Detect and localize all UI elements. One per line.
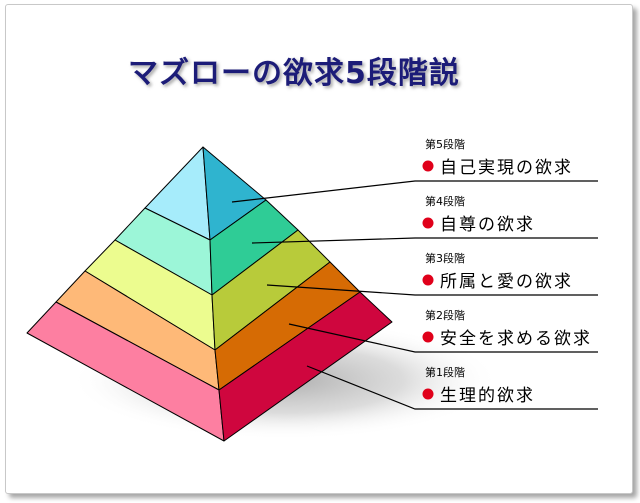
level-4-leader-line xyxy=(251,237,598,244)
level-1-leader-line xyxy=(306,365,598,410)
level-4-need-label: 自尊の欲求 xyxy=(440,215,535,235)
level-5-leader-line xyxy=(231,180,598,203)
level-4-tier-label: 第4段階 xyxy=(425,194,465,208)
level-1-side-face xyxy=(218,291,393,442)
level-4-bullet-icon xyxy=(422,217,434,229)
level-2-tier-label: 第2段階 xyxy=(425,308,465,322)
level-5-need-label: 自己実現の欲求 xyxy=(440,158,573,178)
level-3-leader-line xyxy=(266,284,598,296)
level-2-leader-line xyxy=(288,323,598,353)
level-5-bullet-icon xyxy=(422,160,434,172)
level-3-tier-label: 第3段階 xyxy=(425,251,465,265)
level-1-tier-label: 第1段階 xyxy=(425,365,465,379)
level-1-bullet-icon xyxy=(422,388,434,400)
level-2-need-label: 安全を求める欲求 xyxy=(440,329,592,349)
level-1-need-label: 生理的欲求 xyxy=(440,386,535,406)
level-3-bullet-icon xyxy=(422,274,434,286)
level-3-need-label: 所属と愛の欲求 xyxy=(440,272,573,292)
slide-title: マズローの欲求5段階説 xyxy=(128,56,460,91)
level-5-tier-label: 第5段階 xyxy=(425,137,465,151)
level-2-bullet-icon xyxy=(422,331,434,343)
